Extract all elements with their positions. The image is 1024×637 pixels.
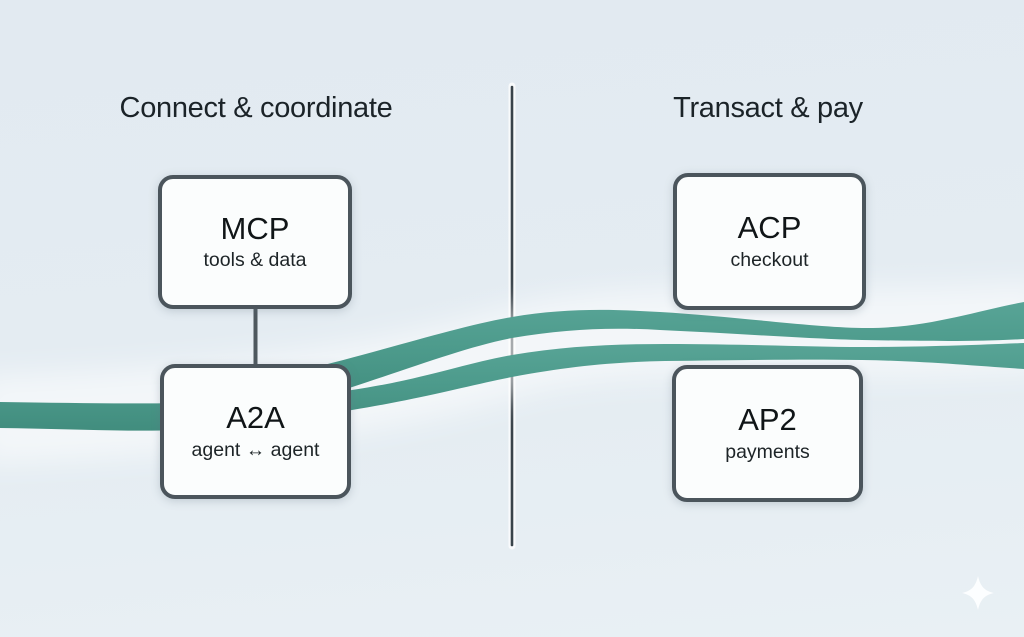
sparkle-icon bbox=[962, 576, 994, 610]
protocol-card-subtitle: agent ↔ agent bbox=[191, 438, 320, 461]
ribbon-flow-upper bbox=[300, 302, 1024, 403]
protocol-card-title: AP2 bbox=[738, 402, 797, 437]
section-header-connect: Connect & coordinate bbox=[119, 92, 393, 124]
section-header-transact: Transact & pay bbox=[673, 92, 863, 124]
protocol-card-a2a: A2A agent ↔ agent bbox=[160, 364, 351, 499]
protocol-card-subtitle: tools & data bbox=[203, 249, 307, 272]
protocol-card-subtitle: checkout bbox=[730, 248, 809, 271]
protocol-card-subtitle: payments bbox=[725, 440, 810, 463]
protocol-card-title: MCP bbox=[220, 210, 290, 246]
protocol-card-title: A2A bbox=[226, 400, 285, 435]
protocol-card-title: ACP bbox=[737, 210, 802, 245]
protocol-card-ap2: AP2 payments bbox=[672, 365, 863, 502]
protocol-card-acp: ACP checkout bbox=[673, 173, 866, 310]
protocol-card-mcp: MCP tools & data bbox=[158, 175, 352, 309]
